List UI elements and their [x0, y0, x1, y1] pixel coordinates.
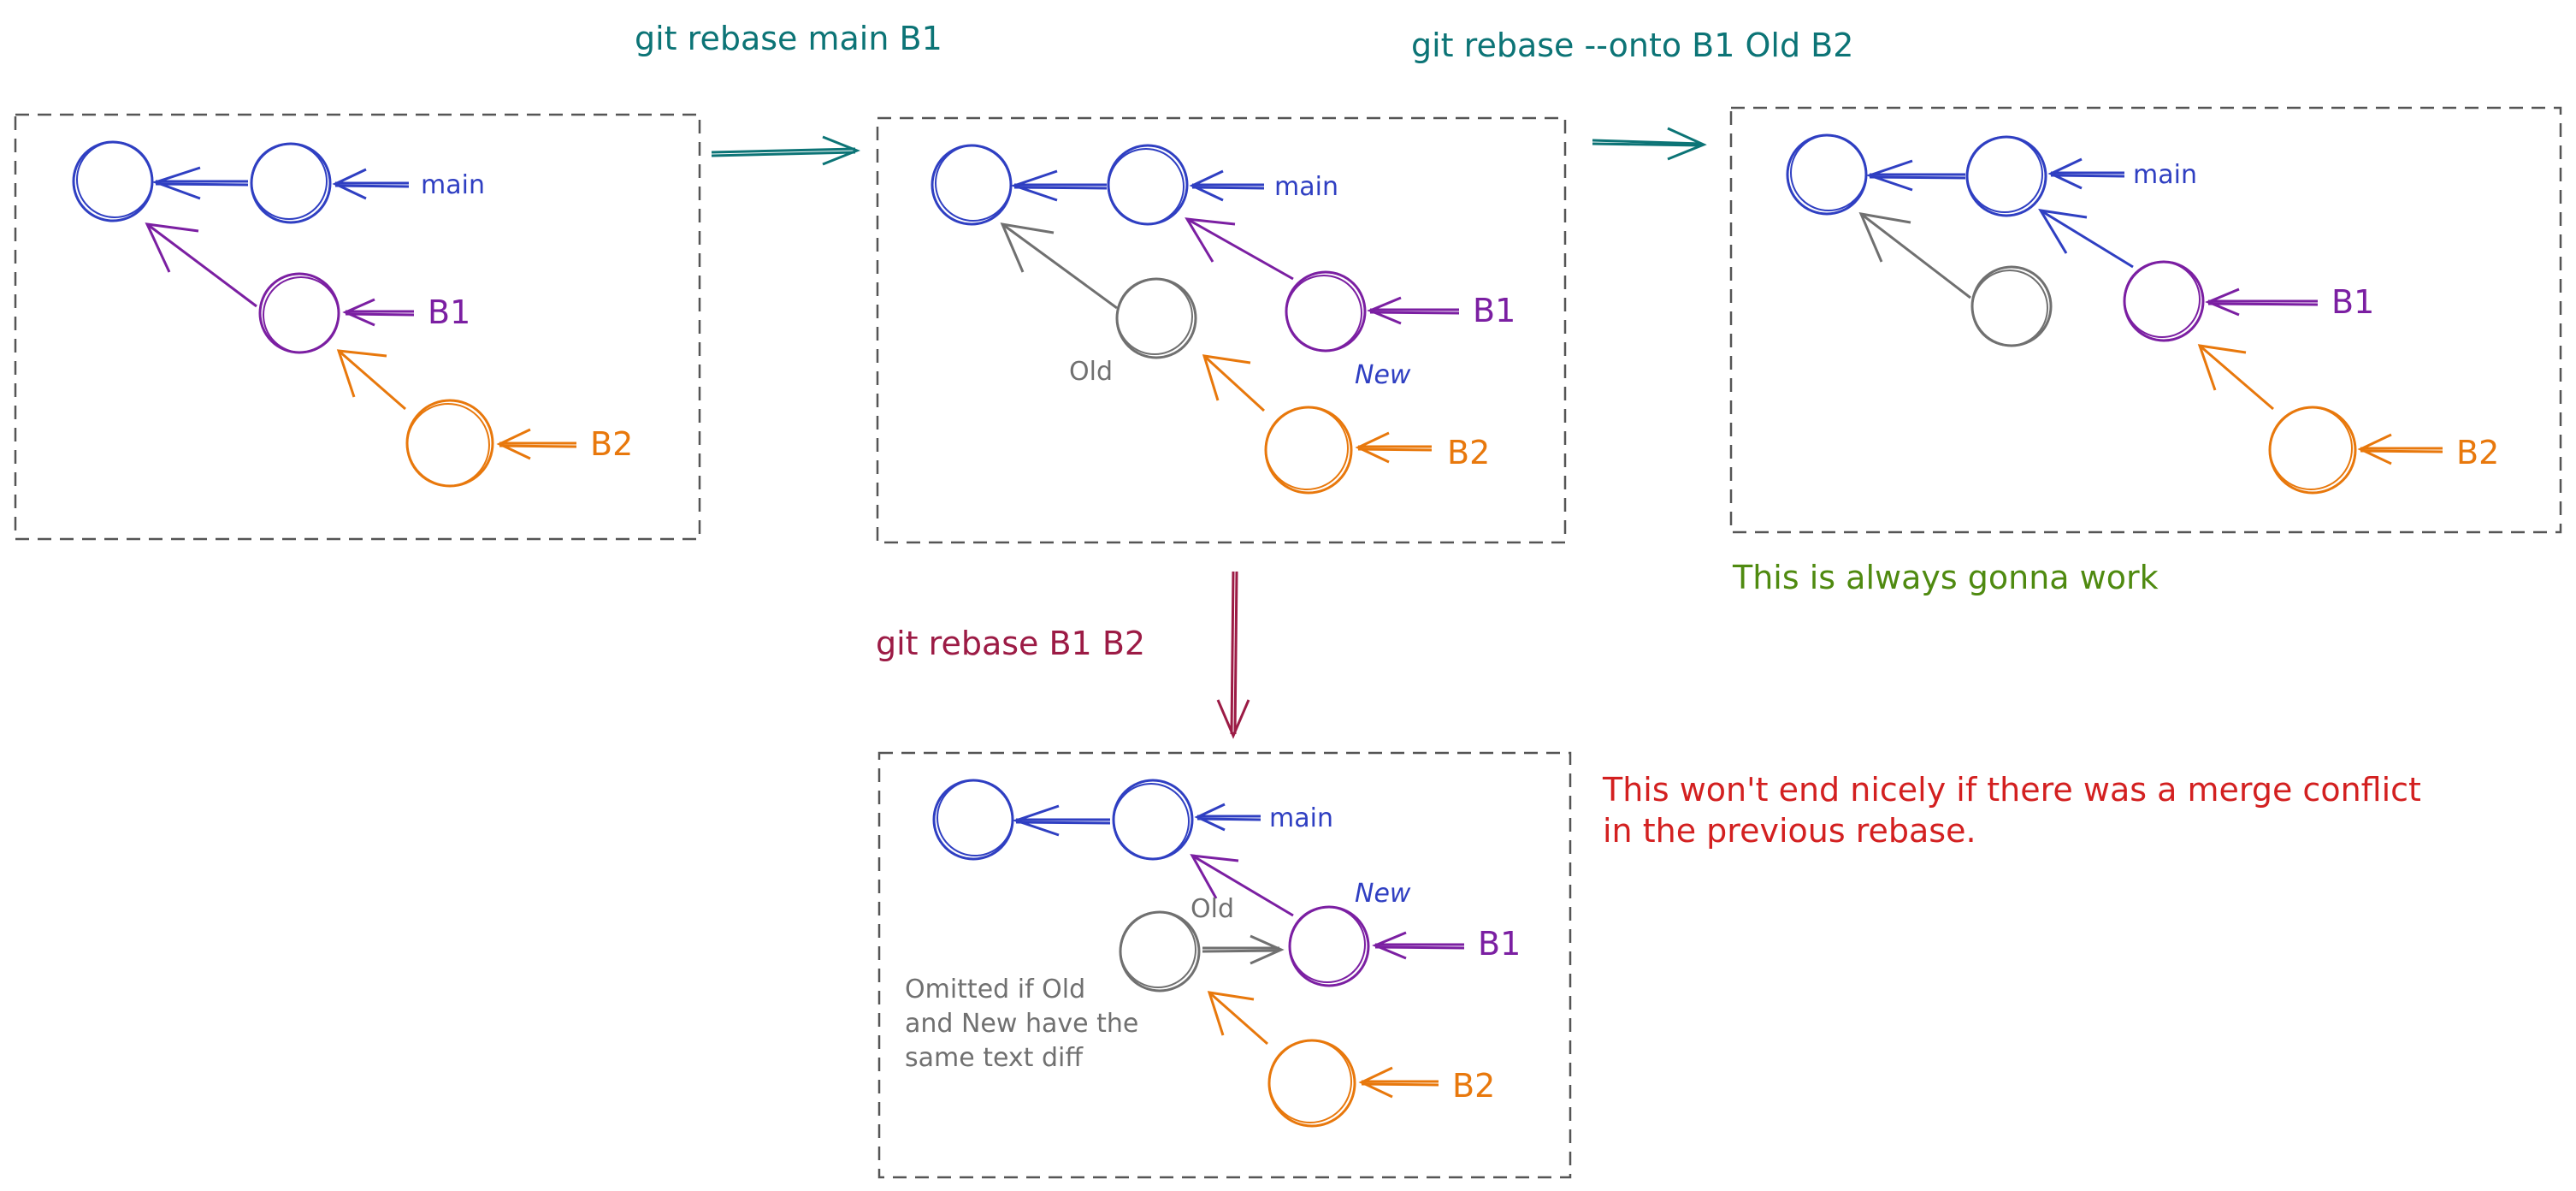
pointer-arrow-main	[1189, 169, 1265, 202]
commit-main-2	[1965, 135, 2047, 217]
transition-arrow-down	[1216, 571, 1250, 739]
note-wont-end-nicely-line-2: in the previous rebase.	[1603, 812, 1976, 850]
parent-arrow-old	[1858, 212, 1971, 299]
branch-label-main: main	[2133, 160, 2197, 190]
pointer-arrow-main	[332, 168, 410, 200]
pointer-arrow-b2	[1355, 431, 1433, 464]
commit-main-1	[72, 140, 154, 222]
note-always-work: This is always gonna work	[1732, 559, 2159, 596]
transition-arrow-2	[1592, 127, 1707, 161]
pointer-arrow-main	[2047, 157, 2125, 190]
branch-label-b1: B1	[428, 293, 470, 331]
dashed-frame	[14, 113, 701, 541]
commit-label-new: New	[1355, 360, 1411, 390]
pointer-arrow-main	[1194, 803, 1261, 832]
commit-main-1	[931, 144, 1013, 226]
commit-old-b1	[1115, 277, 1197, 359]
commit-label-old: Old	[1191, 894, 1234, 924]
commit-old-b1	[1970, 265, 2053, 347]
pointer-arrow-b2	[1358, 1066, 1439, 1099]
pointer-arrow-b1	[2205, 287, 2319, 317]
note-omitted-line-1: Omitted if Old	[905, 975, 1085, 1004]
transition-arrow-1	[711, 135, 861, 166]
note-omitted-line-3: same text diff	[905, 1043, 1084, 1073]
branch-label-b1: B1	[1478, 925, 1521, 963]
pointer-arrow-b2	[2357, 433, 2443, 465]
commit-b2	[2268, 406, 2357, 495]
pointer-arrow-b1	[342, 298, 415, 327]
branch-label-b1: B1	[1473, 292, 1515, 329]
parent-arrow-new	[1185, 217, 1294, 281]
commit-new-b1	[1285, 270, 1367, 353]
note-omitted-line-2: and New have the	[905, 1009, 1138, 1039]
parent-arrow-main	[1012, 804, 1111, 837]
command-rebase-onto: git rebase --onto B1 Old B2	[1411, 27, 1853, 64]
branch-label-main: main	[421, 170, 485, 200]
state-box-after-onto: main B1 B2	[1729, 106, 2562, 534]
parent-arrow-b1	[145, 222, 257, 308]
state-box-initial: main B1 B2	[14, 113, 701, 541]
pointer-arrow-b2	[496, 428, 577, 460]
parent-arrow-main	[1865, 159, 1966, 192]
dashed-frame	[876, 116, 1567, 544]
branch-label-b2: B2	[2456, 434, 2499, 471]
parent-arrow-main	[151, 166, 249, 200]
commit-b1	[258, 272, 340, 354]
state-box-after-b1-b2-rebase: Old New main B1 B2 Omitted if Old and Ne…	[877, 751, 1572, 1179]
commit-main-2	[250, 142, 332, 224]
dashed-frame	[1729, 106, 2562, 534]
parent-arrow-b2	[1202, 354, 1266, 412]
parent-arrow-new	[1190, 854, 1294, 917]
old-to-new-arrow	[1202, 934, 1285, 965]
branch-label-b1: B1	[2331, 283, 2374, 321]
branch-label-main: main	[1274, 172, 1338, 202]
pointer-arrow-b1	[1367, 296, 1460, 325]
branch-label-b2: B2	[1447, 434, 1490, 471]
commit-b2	[1264, 406, 1353, 495]
parent-arrow-b2	[336, 349, 406, 411]
branch-label-b2: B2	[1452, 1067, 1495, 1105]
commit-label-old: Old	[1069, 357, 1113, 387]
branch-label-b2: B2	[590, 425, 633, 463]
branch-label-main: main	[1269, 803, 1333, 833]
parent-arrow-b2	[1207, 991, 1268, 1046]
commit-main-1	[932, 779, 1014, 861]
commit-b2	[405, 399, 494, 488]
commit-main-1	[1786, 133, 1868, 216]
parent-arrow-main	[1010, 169, 1108, 202]
commit-main-2	[1107, 144, 1189, 226]
commit-main-2	[1112, 779, 1194, 861]
commit-b1	[2123, 260, 2205, 342]
parent-arrow-b2	[2197, 344, 2274, 411]
command-rebase-main-b1: git rebase main B1	[635, 20, 942, 57]
commit-new-b1	[1288, 905, 1370, 987]
command-rebase-b1-b2: git rebase B1 B2	[876, 625, 1145, 662]
state-box-after-first-rebase: Old New main B1 B2	[876, 116, 1567, 544]
pointer-arrow-b1	[1372, 931, 1465, 960]
commit-old-b1	[1119, 910, 1201, 992]
parent-arrow-b1	[2038, 209, 2134, 269]
note-wont-end-nicely-line-1: This won't end nicely if there was a mer…	[1602, 771, 2421, 809]
dashed-frame	[877, 751, 1572, 1179]
parent-arrow-old	[1000, 222, 1118, 310]
commit-label-new: New	[1355, 879, 1411, 909]
commit-b2	[1267, 1039, 1356, 1128]
